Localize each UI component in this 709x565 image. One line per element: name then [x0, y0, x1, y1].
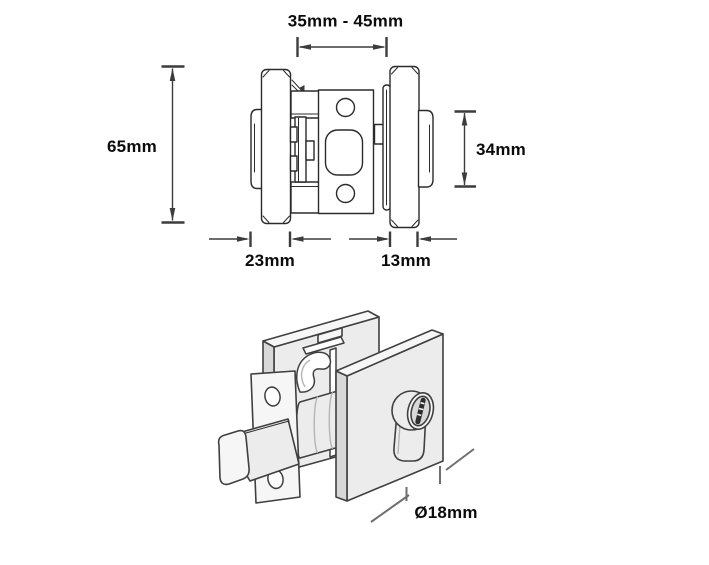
exterior-escutcheon-shape [389, 65, 420, 229]
rose-notch [317, 327, 343, 344]
cylinder-diameter-label: Ø18mm [414, 503, 477, 522]
spindle-shape [373, 84, 392, 211]
backset-range-label: 35mm - 45mm [288, 12, 404, 31]
dim-backset-range: 35mm - 45mm [288, 12, 404, 57]
iso-key-cylinder-shape [391, 390, 435, 462]
side-view-drawing: 35mm - 45mm 65mm 34mm 23mm [107, 12, 526, 271]
dim-rose-height: 34mm [454, 110, 526, 188]
rose-height-label: 34mm [476, 140, 526, 159]
dim-overall-height: 65mm [107, 65, 185, 224]
latch-mechanism-shape [289, 79, 320, 214]
overall-height-label: 65mm [107, 137, 157, 156]
keyway [415, 397, 426, 425]
dim-interior-depth: 23mm [209, 231, 331, 270]
interior-escutcheon-shape [260, 68, 292, 225]
iso-view-drawing: Ø18mm [217, 310, 477, 523]
dim-cylinder-diameter: Ø18mm [370, 448, 477, 523]
mounting-plate-shape [317, 89, 375, 215]
interior-depth-label: 23mm [245, 251, 295, 270]
bolt-hole [324, 129, 364, 176]
faceplate-hole-top [264, 386, 281, 407]
screw-hole-bottom [335, 183, 356, 204]
cylinder-bump-shape [417, 109, 434, 188]
screw-hole-top [335, 97, 356, 118]
dim-exterior-depth: 13mm [349, 231, 457, 270]
iso-deadbolt-shape [217, 418, 300, 486]
thumbturn-shape [250, 108, 264, 190]
exterior-depth-label: 13mm [381, 251, 431, 270]
